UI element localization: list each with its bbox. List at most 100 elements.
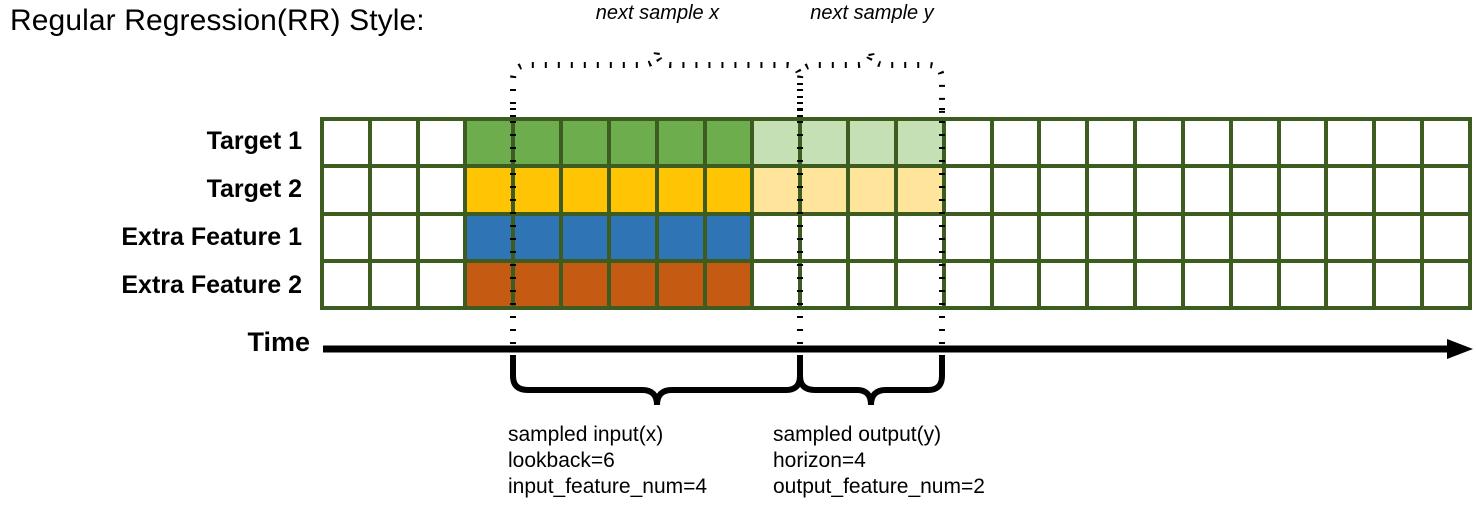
grid-cell bbox=[419, 121, 464, 165]
grid-cell bbox=[324, 215, 368, 259]
grid-cell bbox=[610, 215, 655, 259]
grid-cell bbox=[945, 262, 990, 306]
page-title: Regular Regression(RR) Style: bbox=[10, 4, 425, 37]
grid-cell bbox=[371, 262, 416, 306]
grid-cell bbox=[563, 215, 607, 259]
grid-cell bbox=[1280, 121, 1325, 165]
grid-cell bbox=[706, 121, 751, 165]
grid-cell bbox=[802, 215, 847, 259]
grid-cell bbox=[467, 121, 512, 165]
grid-cell bbox=[1328, 121, 1373, 165]
grid-cell bbox=[993, 121, 1038, 165]
grid-cell bbox=[658, 121, 703, 165]
grid-cell bbox=[467, 262, 512, 306]
grid-cell bbox=[1089, 262, 1134, 306]
row-label-extra-feature-2: Extra Feature 2 bbox=[121, 271, 302, 300]
grid-cell bbox=[945, 168, 990, 212]
grid-cell bbox=[1424, 168, 1468, 212]
grid-cell bbox=[610, 262, 655, 306]
grid-row bbox=[324, 262, 1468, 306]
grid-cell bbox=[419, 168, 464, 212]
grid-cell bbox=[802, 262, 847, 306]
grid-cell bbox=[515, 121, 560, 165]
grid-cell bbox=[1328, 168, 1373, 212]
grid-cell bbox=[1376, 262, 1421, 306]
brace-next-sample-y bbox=[797, 49, 945, 117]
row-label-column: Target 1 Target 2 Extra Feature 1 Extra … bbox=[40, 117, 312, 310]
grid-cell bbox=[1184, 121, 1229, 165]
row-label-extra-feature-1: Extra Feature 1 bbox=[121, 223, 302, 252]
grid-cell bbox=[1280, 215, 1325, 259]
grid-cell bbox=[1184, 262, 1229, 306]
grid-cell bbox=[324, 121, 368, 165]
grid-cell bbox=[1041, 168, 1086, 212]
grid-cell bbox=[419, 262, 464, 306]
grid-cell bbox=[1184, 215, 1229, 259]
grid-cell bbox=[754, 121, 799, 165]
grid-cell bbox=[658, 168, 703, 212]
bottom-braces bbox=[510, 355, 945, 406]
grid-cell bbox=[945, 121, 990, 165]
brace-sampled-input bbox=[510, 355, 803, 406]
grid-cell bbox=[610, 168, 655, 212]
grid-cell bbox=[1376, 121, 1421, 165]
grid-cell bbox=[1089, 168, 1134, 212]
output-feature-num-value: output_feature_num=2 bbox=[773, 475, 985, 498]
grid-cell bbox=[1137, 262, 1181, 306]
grid-cell bbox=[993, 262, 1038, 306]
grid-cell bbox=[1137, 168, 1181, 212]
grid-cell bbox=[1424, 262, 1468, 306]
grid-cell bbox=[658, 262, 703, 306]
row-label-target-2: Target 2 bbox=[206, 174, 302, 203]
grid-cell bbox=[754, 262, 799, 306]
grid-cell bbox=[802, 121, 847, 165]
grid-cell bbox=[563, 121, 607, 165]
grid-cell bbox=[1137, 215, 1181, 259]
sampled-output-caption: sampled output(y) horizon=4 output_featu… bbox=[773, 422, 985, 500]
input-feature-num-value: input_feature_num=4 bbox=[508, 475, 708, 498]
grid-cell bbox=[706, 215, 751, 259]
grid-cell bbox=[945, 215, 990, 259]
grid-cell bbox=[1089, 121, 1134, 165]
grid-cell bbox=[324, 168, 368, 212]
grid-cell bbox=[1184, 168, 1229, 212]
grid-cell bbox=[850, 168, 894, 212]
grid-cell bbox=[754, 215, 799, 259]
grid-cell bbox=[1041, 215, 1086, 259]
sampled-input-caption: sampled input(x) lookback=6 input_featur… bbox=[508, 422, 707, 500]
grid-cell bbox=[706, 168, 751, 212]
brace-sampled-output bbox=[797, 355, 945, 406]
grid-cell bbox=[897, 168, 942, 212]
grid-cell bbox=[897, 262, 942, 306]
grid-cell bbox=[1328, 215, 1373, 259]
grid-row bbox=[324, 168, 1468, 212]
grid-cell bbox=[993, 215, 1038, 259]
horizon-value: horizon=4 bbox=[773, 449, 866, 472]
grid-cell bbox=[1232, 121, 1277, 165]
grid-cell bbox=[563, 168, 607, 212]
grid-cell bbox=[371, 215, 416, 259]
sampled-input-title: sampled input(x) bbox=[508, 423, 664, 446]
grid-cell bbox=[1328, 262, 1373, 306]
brace-next-sample-x bbox=[510, 49, 803, 117]
grid-cell bbox=[1041, 262, 1086, 306]
grid-cell bbox=[802, 168, 847, 212]
time-axis-label: Time bbox=[247, 327, 310, 357]
grid-cell bbox=[993, 168, 1038, 212]
grid-cell bbox=[419, 215, 464, 259]
grid-cell bbox=[754, 168, 799, 212]
time-axis-arrow bbox=[323, 339, 1473, 359]
grid-cell bbox=[371, 168, 416, 212]
grid-cell bbox=[515, 168, 560, 212]
grid-cell bbox=[1041, 121, 1086, 165]
timeseries-grid bbox=[320, 117, 1472, 310]
grid-cell bbox=[1089, 215, 1134, 259]
grid-cell bbox=[324, 262, 368, 306]
grid-cell bbox=[1137, 121, 1181, 165]
grid-cell bbox=[1280, 262, 1325, 306]
grid-cell bbox=[563, 262, 607, 306]
grid-row bbox=[324, 121, 1468, 165]
grid-cell bbox=[467, 215, 512, 259]
grid-cell bbox=[1424, 121, 1468, 165]
grid-cell bbox=[467, 168, 512, 212]
